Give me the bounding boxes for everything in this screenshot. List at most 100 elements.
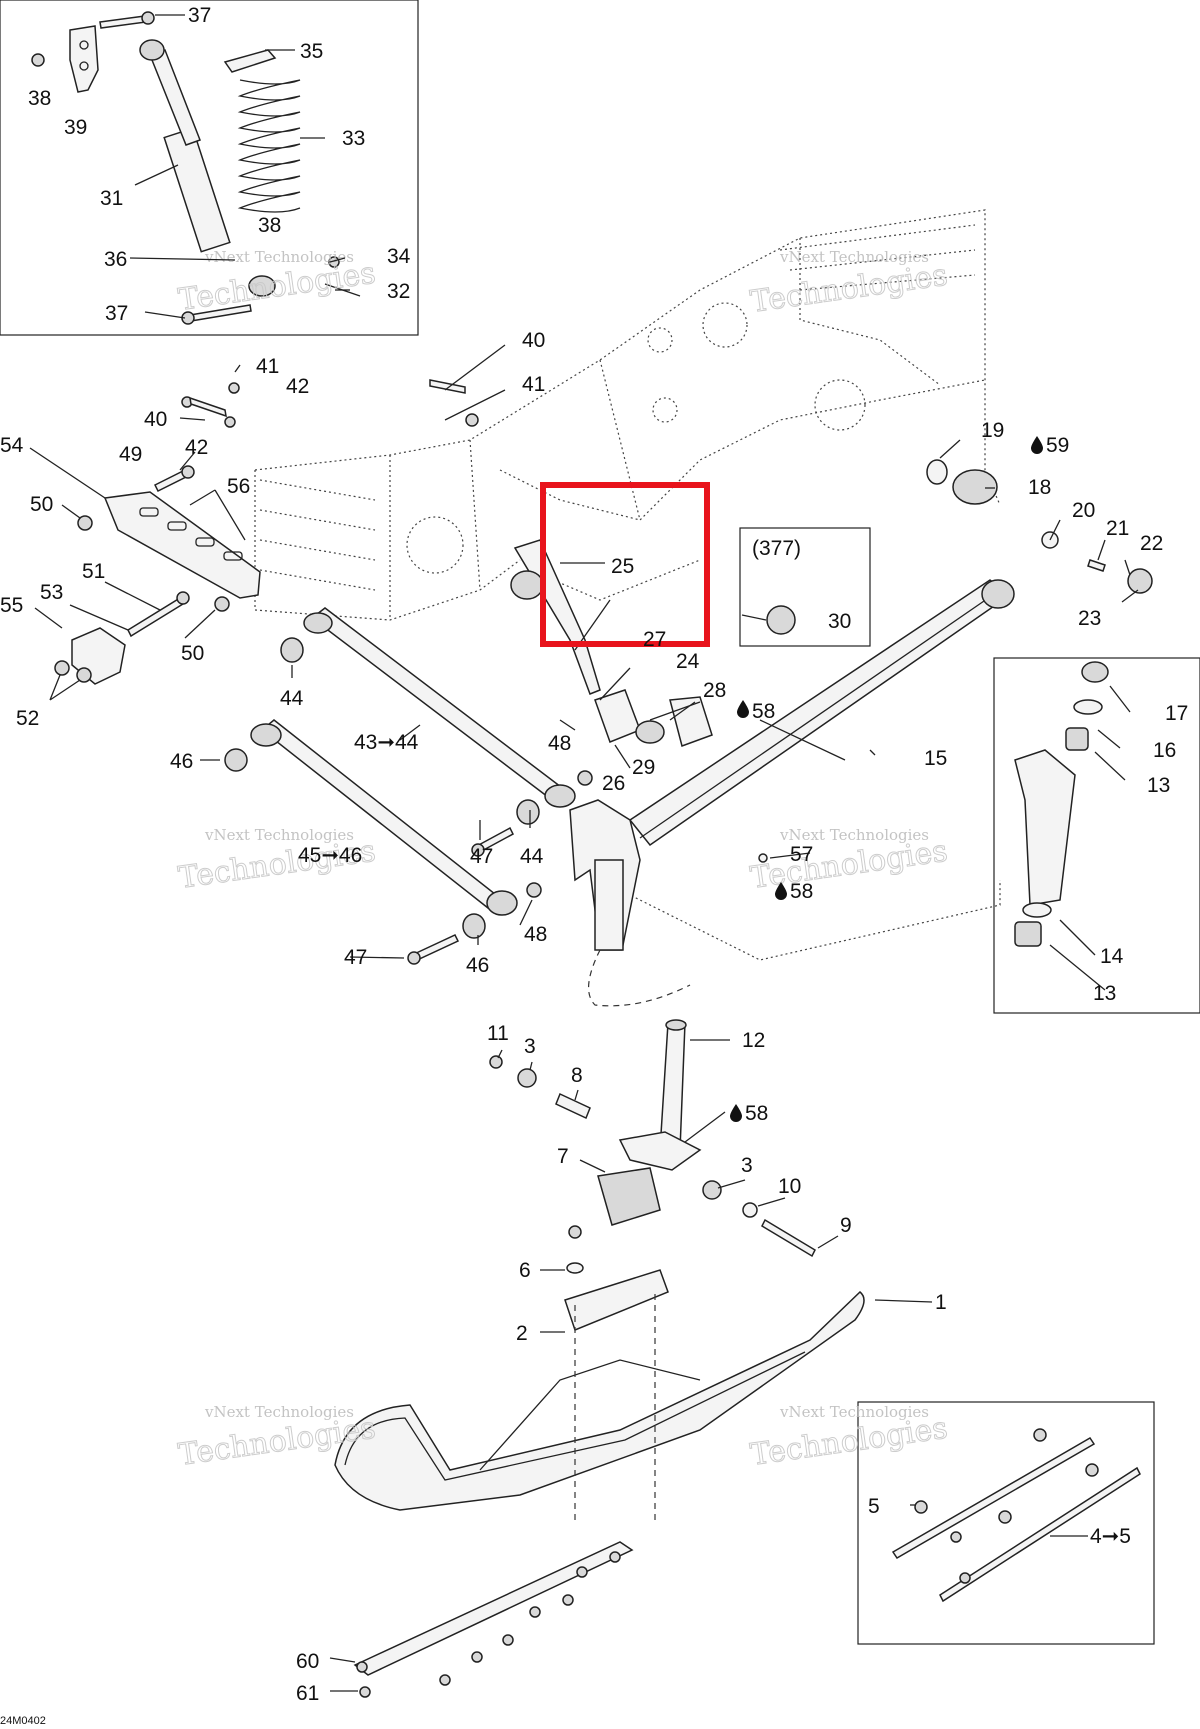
washer-6: [566, 1262, 584, 1274]
plug-30: [766, 605, 796, 635]
callout-52: 52: [16, 707, 39, 730]
shock-rod: [149, 49, 201, 146]
fitting-17: [1081, 661, 1109, 683]
radius-rod-parts: [54, 379, 593, 965]
callout-1: 1: [935, 1291, 947, 1314]
washer-10: [742, 1202, 758, 1218]
bracket-54: [103, 491, 261, 599]
grease-57: [758, 853, 768, 863]
callout-27: 27: [643, 628, 666, 651]
kit-377-inset-box: [739, 527, 871, 647]
callout-40b: 40: [144, 408, 167, 431]
callout-37a: 37: [188, 4, 211, 27]
callout-40a: 40: [522, 329, 545, 352]
svg-text:vNext Technologies: vNext Technologies: [779, 826, 929, 844]
oil-drop-icon: [730, 1104, 742, 1122]
callout-48b: 48: [524, 923, 547, 946]
callout-58a: 58: [752, 700, 775, 723]
callout-28: 28: [703, 679, 726, 702]
callout-60: 60: [296, 1650, 319, 1673]
callout-31: 31: [100, 187, 123, 210]
nut-52-a: [54, 660, 70, 676]
callout-47a: 47: [470, 845, 493, 868]
callout-57: 57: [790, 843, 813, 866]
svg-text:vNext Technologies: vNext Technologies: [204, 1403, 354, 1421]
bushing-44-top: [280, 637, 304, 663]
callout-8: 8: [571, 1064, 583, 1087]
callout-39: 39: [64, 116, 87, 139]
callout-34: 34: [387, 245, 411, 268]
callout-45to46: 45➞46: [298, 844, 362, 867]
spindle-inset-box: [993, 657, 1200, 1014]
callout-5: 5: [868, 1495, 880, 1518]
callout-2: 2: [516, 1322, 528, 1345]
nut-11: [489, 1055, 503, 1069]
shock-eye-top: [139, 39, 165, 61]
callout-3a: 3: [524, 1035, 536, 1058]
callout-35: 35: [300, 40, 323, 63]
bushing-3-bottom: [702, 1180, 722, 1200]
ski-bracket-2: [564, 1269, 669, 1331]
carbide-4-lower: [939, 1466, 1141, 1603]
highlight-box: [540, 482, 710, 647]
callout-41a: 41: [256, 355, 279, 378]
cap-23: [1127, 568, 1153, 594]
bolt-37-top: [99, 15, 147, 29]
runner-60: [353, 1541, 634, 1676]
ski-rubber-7: [597, 1167, 661, 1226]
oil-drop-icon: [737, 700, 749, 718]
spindle-12: [659, 1022, 686, 1151]
callout-51: 51: [82, 560, 105, 583]
callout-13b: 13: [1093, 982, 1116, 1005]
ring-14: [1022, 902, 1052, 918]
callout-6: 6: [519, 1259, 531, 1282]
callout-50b: 50: [181, 642, 204, 665]
ring-16: [1073, 699, 1103, 715]
spindle-inset-parts: [1014, 661, 1109, 947]
lubricant-icons: [730, 436, 1043, 1122]
bushing-13-bottom: [1014, 921, 1042, 947]
bolt-51: [127, 596, 184, 638]
callout-30: 30: [828, 610, 851, 633]
callout-16: 16: [1153, 739, 1176, 762]
svg-text:vNext Technologies: vNext Technologies: [779, 1403, 929, 1421]
callout-56: 56: [227, 475, 250, 498]
shock-body-31: [163, 127, 231, 253]
callouts: 37 35 38 39 33 31 38 36 34 32 37 40 41 4…: [0, 4, 1188, 1727]
callout-24: 24: [676, 650, 700, 673]
oil-drop-icon: [1031, 436, 1043, 454]
bushing-44-bottom: [516, 799, 540, 825]
callout-14: 14: [1100, 945, 1124, 968]
callout-55: 55: [0, 594, 23, 617]
oil-drop-icon: [775, 882, 787, 900]
callout-58b: 58: [790, 880, 813, 903]
front-assembly: [510, 459, 1153, 1007]
callout-29: 29: [632, 756, 655, 779]
callout-46b: 46: [466, 954, 489, 977]
callout-32: 32: [387, 280, 410, 303]
ski-1: [334, 1291, 865, 1511]
callout-23: 23: [1078, 607, 1101, 630]
callout-41b: 41: [522, 373, 545, 396]
carbide-4-upper: [891, 1436, 1096, 1560]
callout-36: 36: [104, 248, 127, 271]
leader-lines: [29, 14, 1139, 1692]
callout-44a: 44: [280, 687, 304, 710]
clip-34: [328, 256, 340, 268]
shock-inset-box: [0, 0, 419, 336]
callout-21: 21: [1106, 517, 1129, 540]
svg-text:Technologies: Technologies: [748, 258, 949, 320]
callout-47b: 47: [344, 946, 367, 969]
bushing-28: [635, 720, 665, 744]
nut-52-b: [76, 667, 92, 683]
callout-17: 17: [1165, 702, 1188, 725]
callout-kit-377: (377): [752, 537, 801, 560]
bracket-39: [69, 25, 99, 93]
bolt-9: [761, 1218, 816, 1258]
callout-42a: 42: [286, 375, 309, 398]
bushing-18: [952, 469, 998, 505]
callout-20: 20: [1072, 499, 1095, 522]
svg-text:vNext Technologies: vNext Technologies: [204, 248, 354, 266]
diagram-code: 24M0402: [0, 1715, 46, 1727]
watermarks: vNext Technologies Technologies vNext Te…: [176, 248, 950, 1473]
